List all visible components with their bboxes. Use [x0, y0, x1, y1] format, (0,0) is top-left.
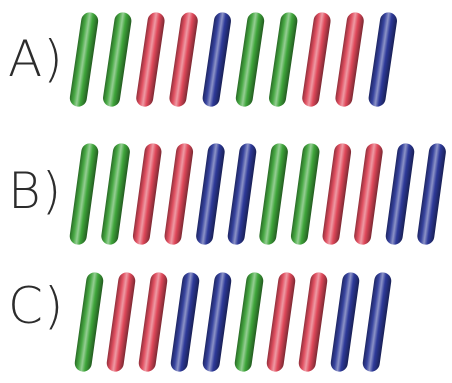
blue-rod	[202, 272, 232, 372]
rod-row-a	[69, 12, 397, 107]
row-label-c: C)	[8, 277, 65, 335]
blue-rod	[170, 272, 200, 372]
red-rod	[354, 143, 383, 245]
red-rod	[132, 143, 162, 245]
rod-row-b	[69, 143, 446, 245]
row-label-b: B)	[8, 162, 63, 220]
red-rod	[302, 12, 331, 107]
blue-rod	[202, 12, 231, 107]
row-label-a: A)	[8, 30, 64, 88]
green-rod	[69, 12, 99, 107]
green-rod	[259, 143, 288, 245]
blue-rod	[385, 143, 415, 245]
blue-rod	[227, 143, 257, 245]
green-rod	[234, 272, 264, 372]
rod-row-c	[74, 272, 392, 372]
green-rod	[269, 12, 298, 107]
red-rod	[136, 12, 165, 107]
green-rod	[290, 143, 320, 245]
red-rod	[298, 272, 328, 372]
green-rod	[103, 12, 132, 107]
red-rod	[106, 272, 136, 372]
blue-rod	[368, 12, 397, 107]
blue-rod	[417, 143, 446, 245]
blue-rod	[362, 272, 392, 372]
red-rod	[322, 143, 352, 245]
green-rod	[101, 143, 130, 245]
red-rod	[266, 272, 296, 372]
green-rod	[235, 12, 265, 107]
red-rod	[335, 12, 364, 107]
blue-rod	[196, 143, 225, 245]
red-rod	[164, 143, 194, 245]
blue-rod	[330, 272, 360, 372]
green-rod	[74, 272, 104, 372]
red-rod	[169, 12, 198, 107]
green-rod	[69, 143, 99, 245]
red-rod	[138, 272, 168, 372]
